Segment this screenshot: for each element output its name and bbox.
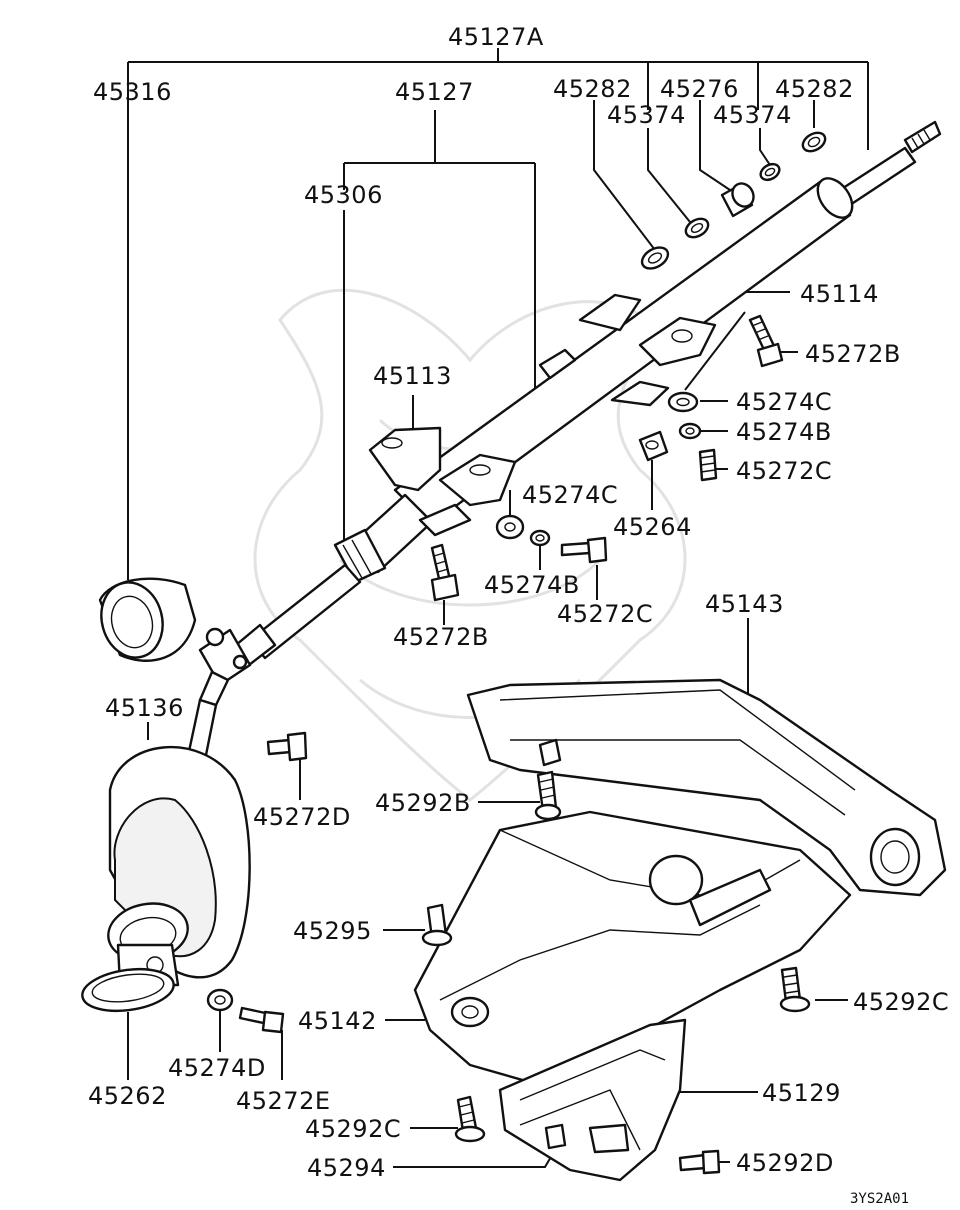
cover-45136 xyxy=(107,746,251,987)
label-45272D: 45272D xyxy=(253,803,351,831)
label-45272B-right: 45272B xyxy=(805,340,901,368)
label-45143: 45143 xyxy=(705,590,784,618)
label-45274C-right: 45274C xyxy=(736,388,832,416)
part-labels: 45127A 45316 45127 45306 45282 45276 452… xyxy=(88,23,949,1207)
label-45127: 45127 xyxy=(395,78,474,106)
label-45292D: 45292D xyxy=(736,1149,834,1177)
label-45282-left: 45282 xyxy=(553,75,632,103)
label-45274B-mid: 45274B xyxy=(484,571,580,599)
label-45374-left: 45374 xyxy=(607,101,686,129)
label-45374-right: 45374 xyxy=(713,101,792,129)
label-45292C-bottom: 45292C xyxy=(305,1115,401,1143)
label-45262: 45262 xyxy=(88,1082,167,1110)
label-45276: 45276 xyxy=(660,75,739,103)
label-45142: 45142 xyxy=(298,1007,377,1035)
upper-washers xyxy=(640,131,827,270)
label-45272C-right: 45272C xyxy=(736,457,832,485)
label-45113: 45113 xyxy=(373,362,452,390)
middle-fasteners xyxy=(430,514,608,602)
label-45129: 45129 xyxy=(762,1079,841,1107)
label-45264: 45264 xyxy=(613,513,692,541)
label-45127A: 45127A xyxy=(448,23,544,51)
label-45292C-right: 45292C xyxy=(853,988,949,1016)
leader-lines xyxy=(127,48,869,1168)
label-45272E: 45272E xyxy=(236,1087,331,1115)
lower-cover-45142 xyxy=(413,810,852,1087)
diagram-code: 3YS2A01 xyxy=(850,1191,909,1207)
upper-cover-45143 xyxy=(466,678,947,897)
label-45295: 45295 xyxy=(293,917,372,945)
steering-column-assembly xyxy=(168,120,942,847)
right-fasteners xyxy=(638,314,784,482)
ring-45262 xyxy=(81,967,175,1013)
label-45274D: 45274D xyxy=(168,1054,266,1082)
lower-left-fasteners xyxy=(206,731,308,1034)
label-45114: 45114 xyxy=(800,280,879,308)
label-45274C-mid: 45274C xyxy=(522,481,618,509)
label-45306: 45306 xyxy=(304,181,383,209)
boot-45316 xyxy=(98,577,197,662)
cover-screws xyxy=(421,770,811,1175)
label-45282-right: 45282 xyxy=(775,75,854,103)
label-45136: 45136 xyxy=(105,694,184,722)
label-45272C-mid: 45272C xyxy=(557,600,653,628)
label-45272B-mid: 45272B xyxy=(393,623,489,651)
side-panel-45129 xyxy=(498,1018,687,1182)
label-45274B-right: 45274B xyxy=(736,418,832,446)
label-45292B: 45292B xyxy=(375,789,471,817)
label-45316: 45316 xyxy=(93,78,172,106)
label-45294: 45294 xyxy=(307,1154,386,1182)
